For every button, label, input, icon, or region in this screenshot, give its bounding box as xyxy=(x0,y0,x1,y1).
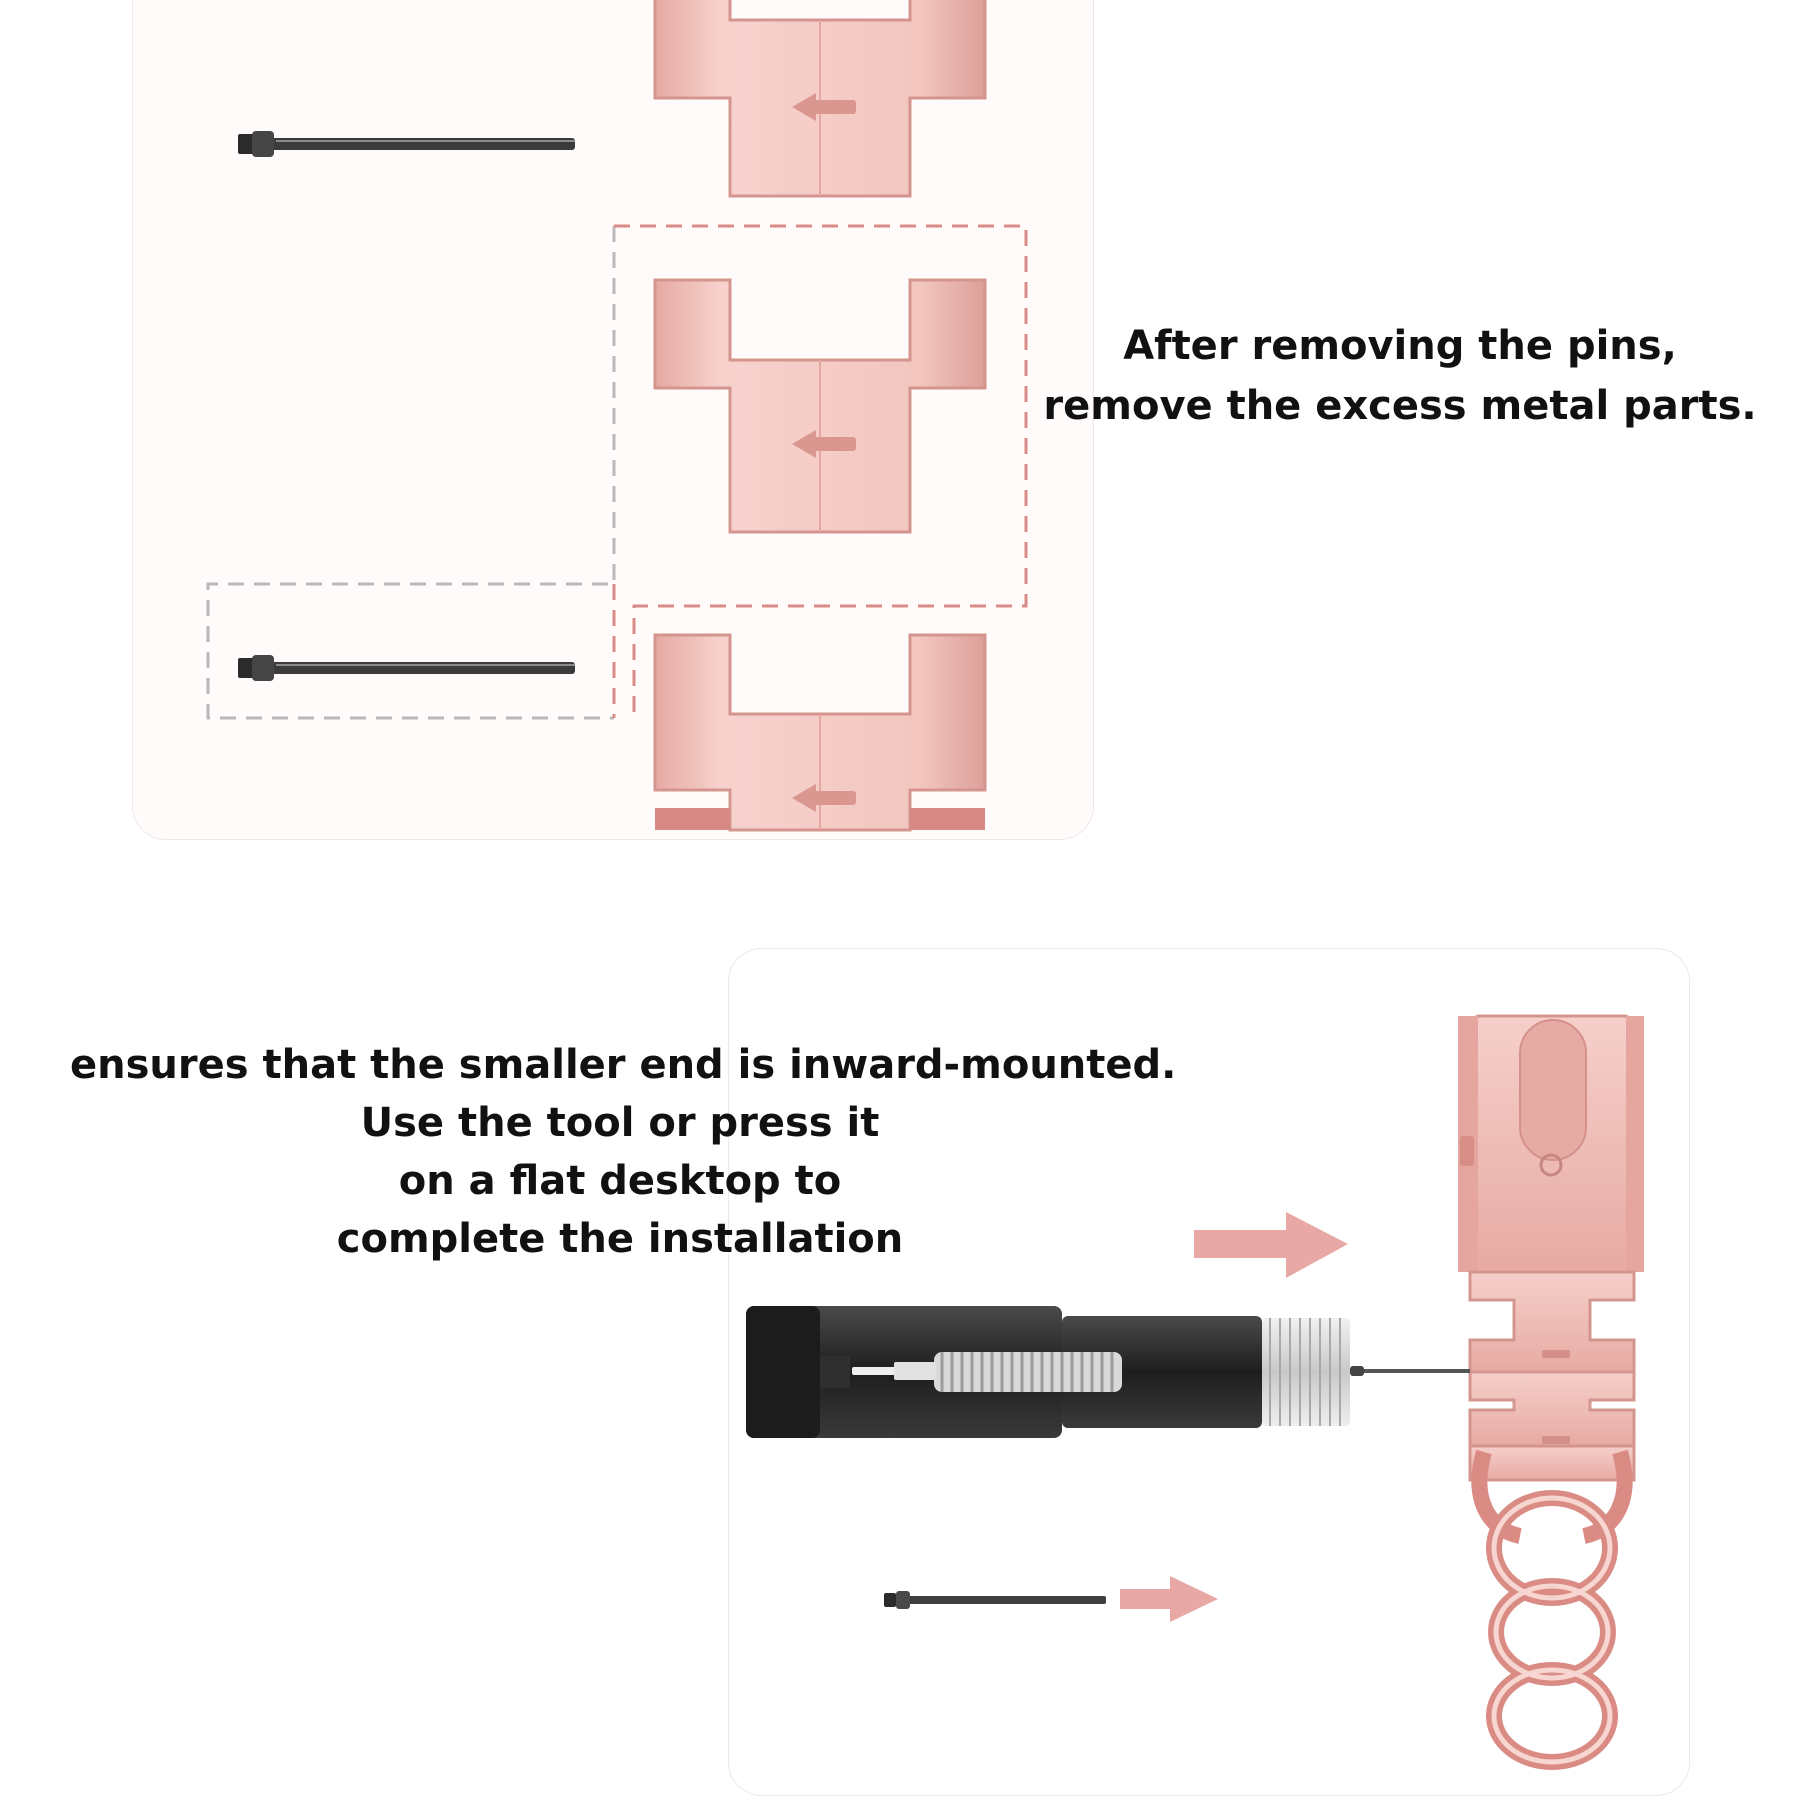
caption-line: on a flat desktop to xyxy=(398,1158,842,1204)
install-step-caption: ensures that the smaller end is inward-m… xyxy=(70,1036,1177,1268)
pin-icon xyxy=(884,1591,1106,1609)
watch-link-top xyxy=(653,0,987,198)
link-arrow-icon xyxy=(792,784,856,812)
push-arrow-icon xyxy=(1194,1212,1348,1278)
install-pin-panel xyxy=(728,948,1690,1796)
caption-line: ensures that the smaller end is inward-m… xyxy=(70,1042,1177,1088)
install-illustration xyxy=(746,1014,1644,1770)
remove-step-caption: After removing the pins, remove the exce… xyxy=(1040,316,1760,436)
watch-link-middle xyxy=(653,278,987,534)
grey-dashed-outline xyxy=(206,226,616,720)
pin-icon xyxy=(238,131,575,157)
link-arrow-icon xyxy=(792,430,856,458)
caption-line: Use the tool or press it xyxy=(360,1100,880,1146)
caption-line: remove the excess metal parts. xyxy=(1043,383,1757,429)
spring-bar-tool-icon xyxy=(746,1306,1470,1438)
caption-line: complete the installation xyxy=(336,1216,904,1262)
watch-link-bottom xyxy=(653,633,987,832)
caption-line: After removing the pins, xyxy=(1123,323,1677,369)
pin-icon xyxy=(238,655,575,681)
red-dashed-outline xyxy=(614,224,1028,718)
push-arrow-icon xyxy=(1120,1576,1218,1622)
link-arrow-icon xyxy=(792,93,856,121)
